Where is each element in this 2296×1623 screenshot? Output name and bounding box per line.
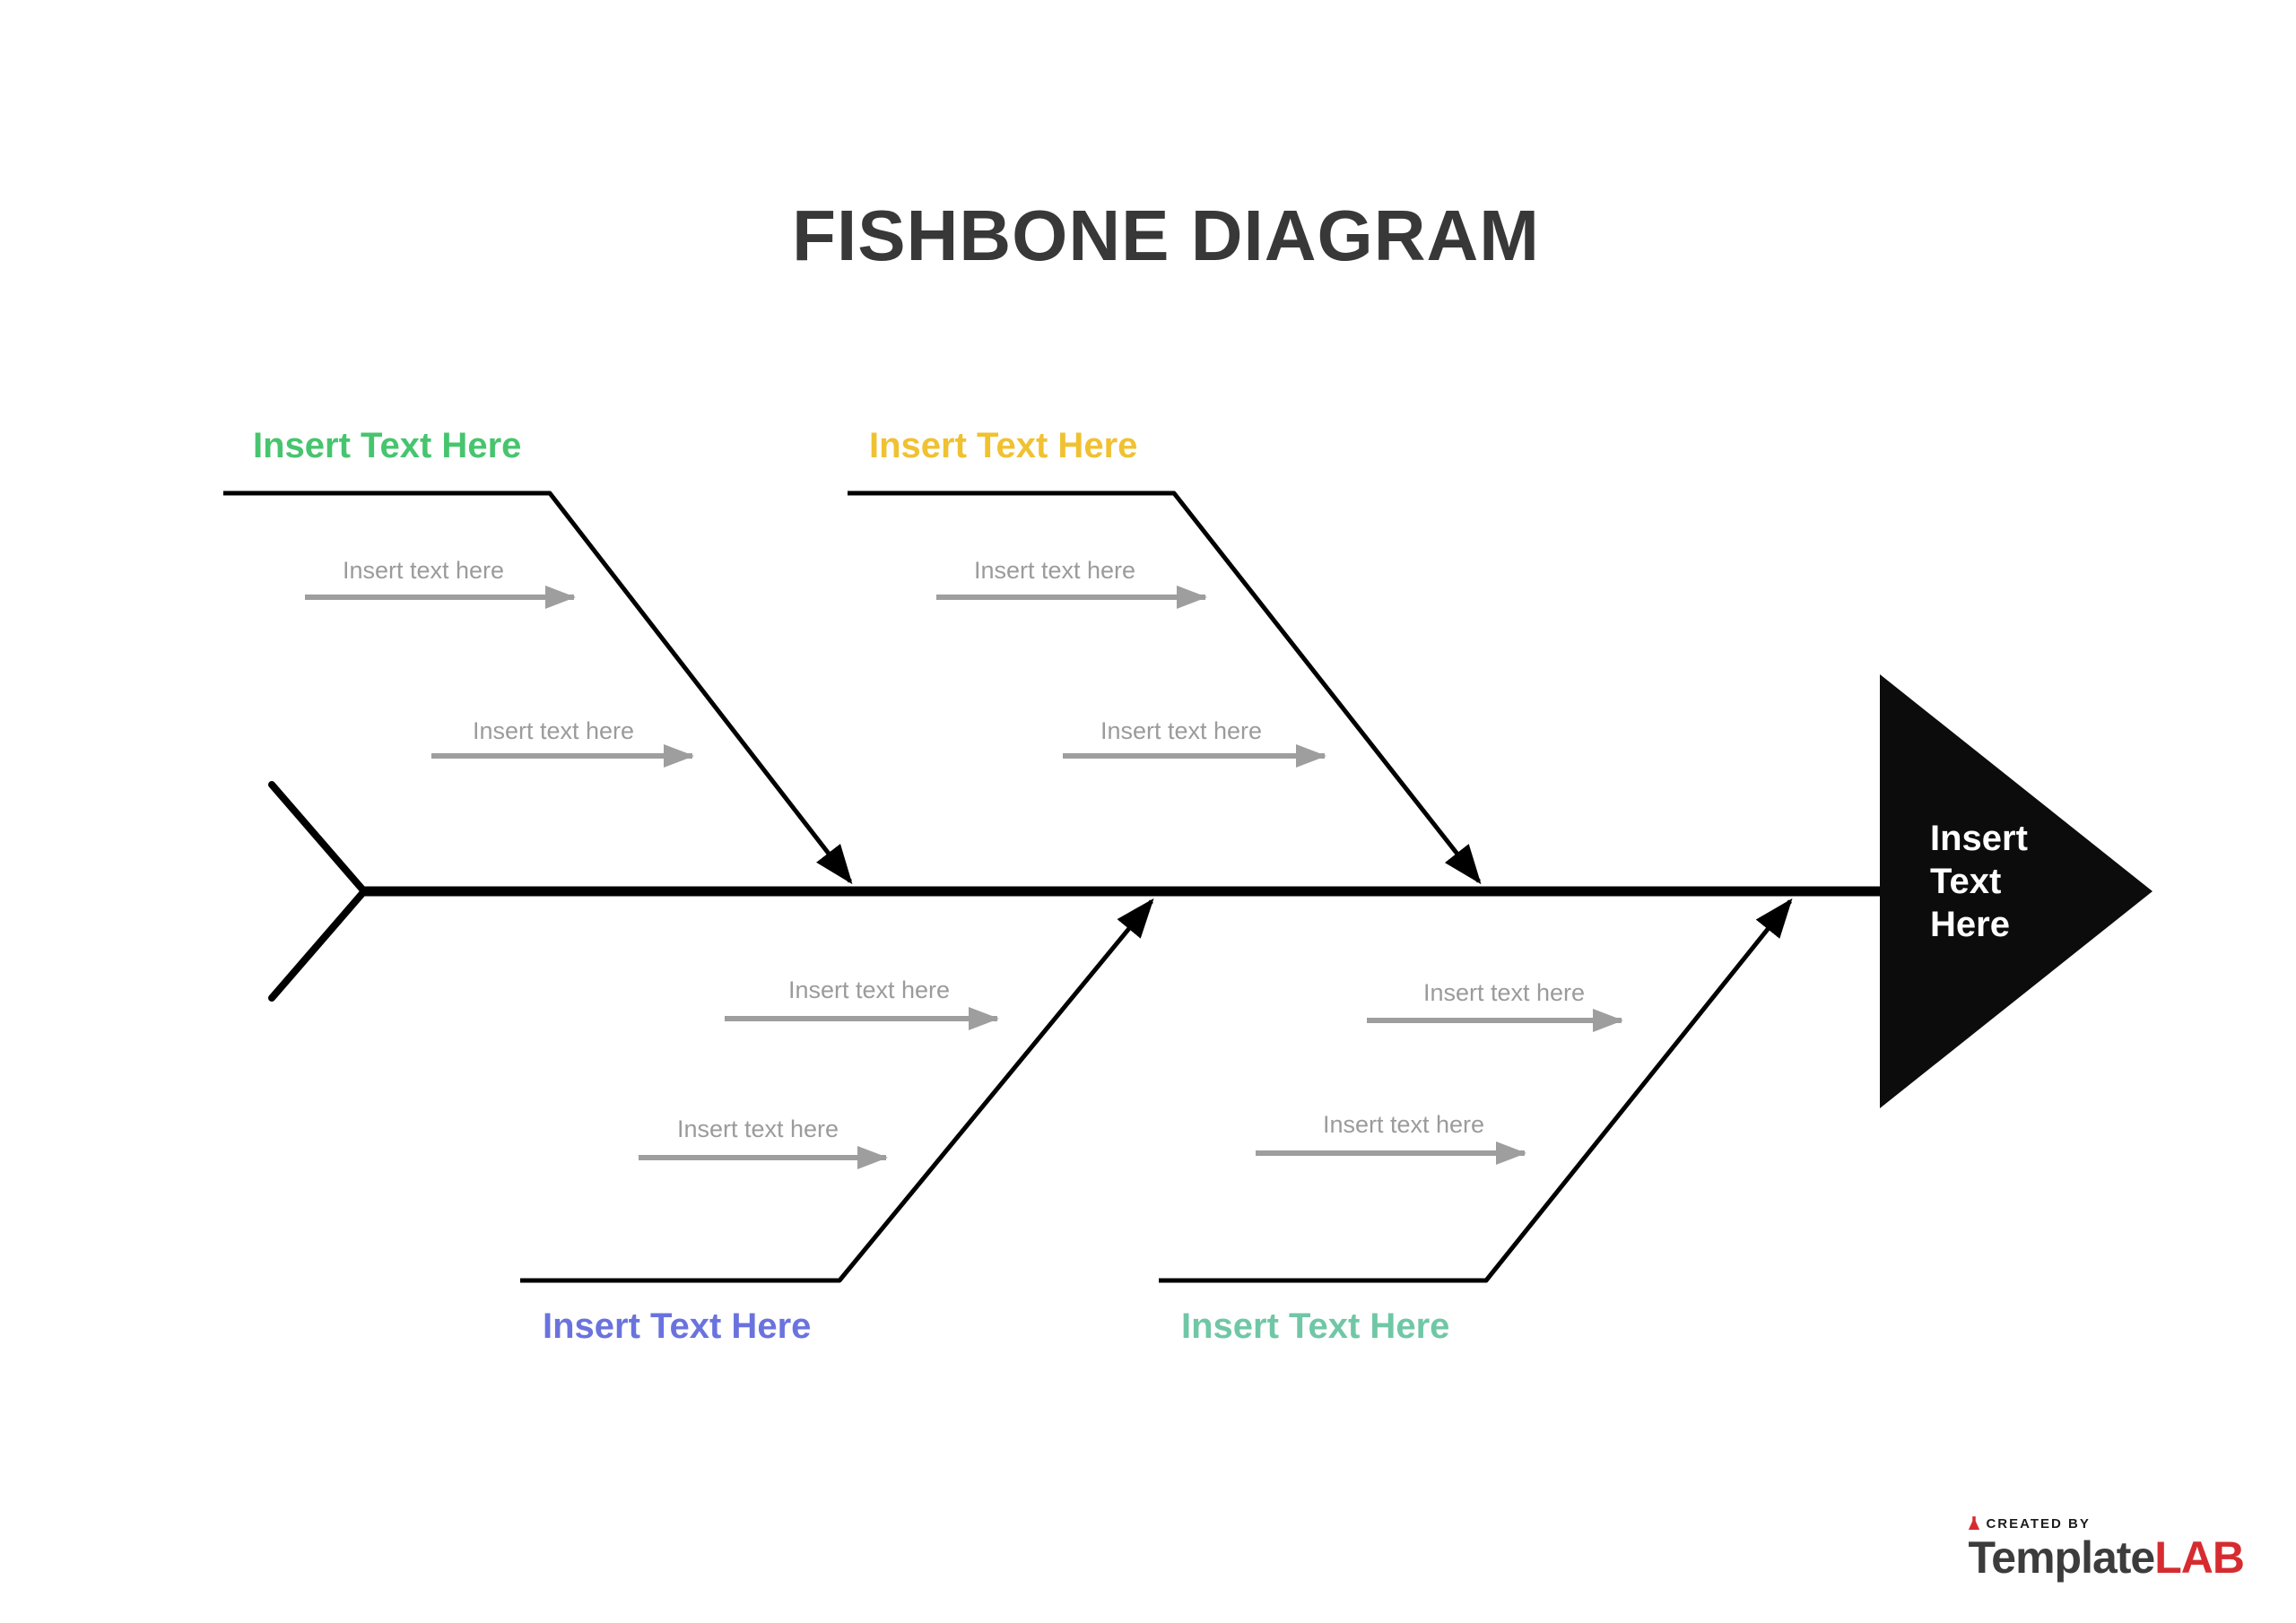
branch-top-left-label: Insert Text Here: [253, 426, 521, 465]
branch-bottom-left-label: Insert Text Here: [543, 1306, 811, 1346]
page-title: FISHBONE DIAGRAM: [792, 195, 1540, 275]
brand-template-text: Template: [1968, 1532, 2155, 1583]
templatelab-logo: CREATED BY TemplateLAB: [1968, 1515, 2245, 1583]
fish-head-label-line-2: Text: [1930, 862, 2001, 901]
created-by-label: CREATED BY: [1986, 1515, 2091, 1532]
branch-bottom-right-sub-label-1: Insert text here: [1423, 979, 1585, 1006]
branch-top-left-sub-label-2: Insert text here: [473, 717, 634, 744]
branch-bottom-right-label: Insert Text Here: [1181, 1306, 1449, 1346]
tail-lower-line: [268, 888, 368, 1002]
tail-upper-line: [268, 781, 368, 895]
branch-bottom-left-sub-label-1: Insert text here: [788, 976, 950, 1003]
branch-top-middle-sub-label-1: Insert text here: [974, 557, 1135, 584]
fish-head-label-line-1: Insert: [1930, 819, 2028, 858]
branch-top-left-sub-label-1: Insert text here: [343, 557, 504, 584]
branch-bottom-right-line: [1159, 898, 1793, 1283]
branch-bottom-right-sub-label-2: Insert text here: [1323, 1111, 1484, 1138]
branch-top-left-line: [223, 490, 853, 885]
brand-lab-text: LAB: [2154, 1532, 2245, 1583]
branch-top-middle-sub-label-2: Insert text here: [1100, 717, 1262, 744]
flask-icon: [1969, 1516, 1980, 1530]
branch-top-middle-label: Insert Text Here: [869, 426, 1137, 465]
logo-top-row: CREATED BY: [1968, 1515, 2244, 1532]
branch-bottom-left-line: [520, 898, 1154, 1283]
brand-wordmark: TemplateLAB: [1968, 1532, 2245, 1583]
fish-head-label-line-3: Here: [1930, 905, 2010, 944]
branch-top-middle-line: [848, 490, 1482, 885]
branch-bottom-left-sub-label-2: Insert text here: [677, 1115, 839, 1142]
fish-head: [1880, 674, 2152, 1108]
